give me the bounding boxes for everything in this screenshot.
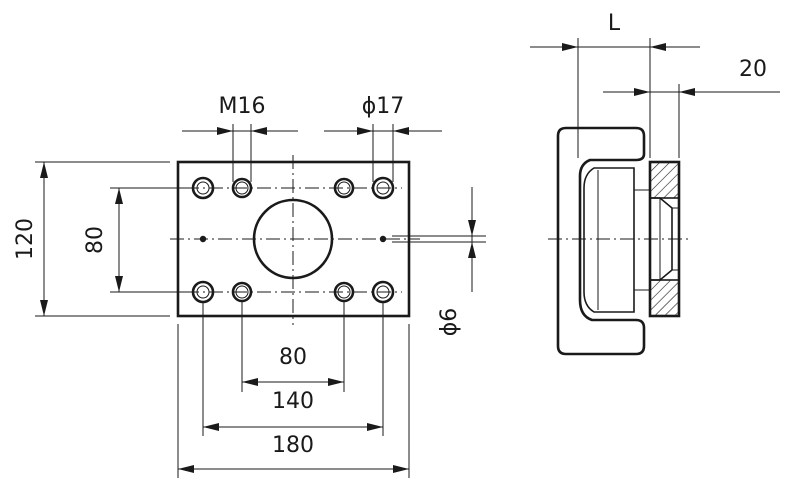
hole-phi17-top-left-inner <box>196 181 210 195</box>
hole-phi17-top-left <box>191 176 215 200</box>
thread-m16-top-right <box>333 177 355 199</box>
dim-80h-label: 80 <box>279 345 307 370</box>
thread-m16-bottom-left-inner <box>235 285 249 299</box>
thread-m16-top-left-inner <box>235 181 249 195</box>
thread-m16-bottom-right-inner <box>337 285 351 299</box>
hole-phi17-bottom-left-inner <box>196 285 210 299</box>
flange-hatch-bottom <box>649 279 680 317</box>
hole-phi17-top-right <box>371 176 395 200</box>
hole-phi17-bottom-right-inner <box>376 285 390 299</box>
dim-120-label: 120 <box>13 218 38 260</box>
dim-20-label: 20 <box>739 57 767 82</box>
dim-phi17-label: ϕ17 <box>362 94 405 119</box>
dim-L-label: L <box>608 11 621 36</box>
front-view: 120 80 M16 ϕ17 ϕ6 80 <box>13 94 486 478</box>
dim-140-label: 140 <box>272 389 314 414</box>
dim-m16-label: M16 <box>219 94 266 119</box>
pin-hole-right <box>379 235 387 243</box>
dim-phi6-label: ϕ6 <box>437 308 462 337</box>
side-inner-cavity <box>583 167 635 313</box>
thread-m16-top-right-inner <box>337 181 351 195</box>
hole-phi17-top-right-inner <box>376 181 390 195</box>
central-bore <box>252 198 334 280</box>
dim-180-label: 180 <box>272 433 314 458</box>
flange-hatch-top <box>649 161 680 199</box>
side-view: L 20 <box>530 11 780 356</box>
thread-m16-top-left <box>231 177 253 199</box>
side-body-outline <box>556 126 646 356</box>
dim-80v-label: 80 <box>83 226 108 254</box>
pin-hole-left <box>199 235 207 243</box>
